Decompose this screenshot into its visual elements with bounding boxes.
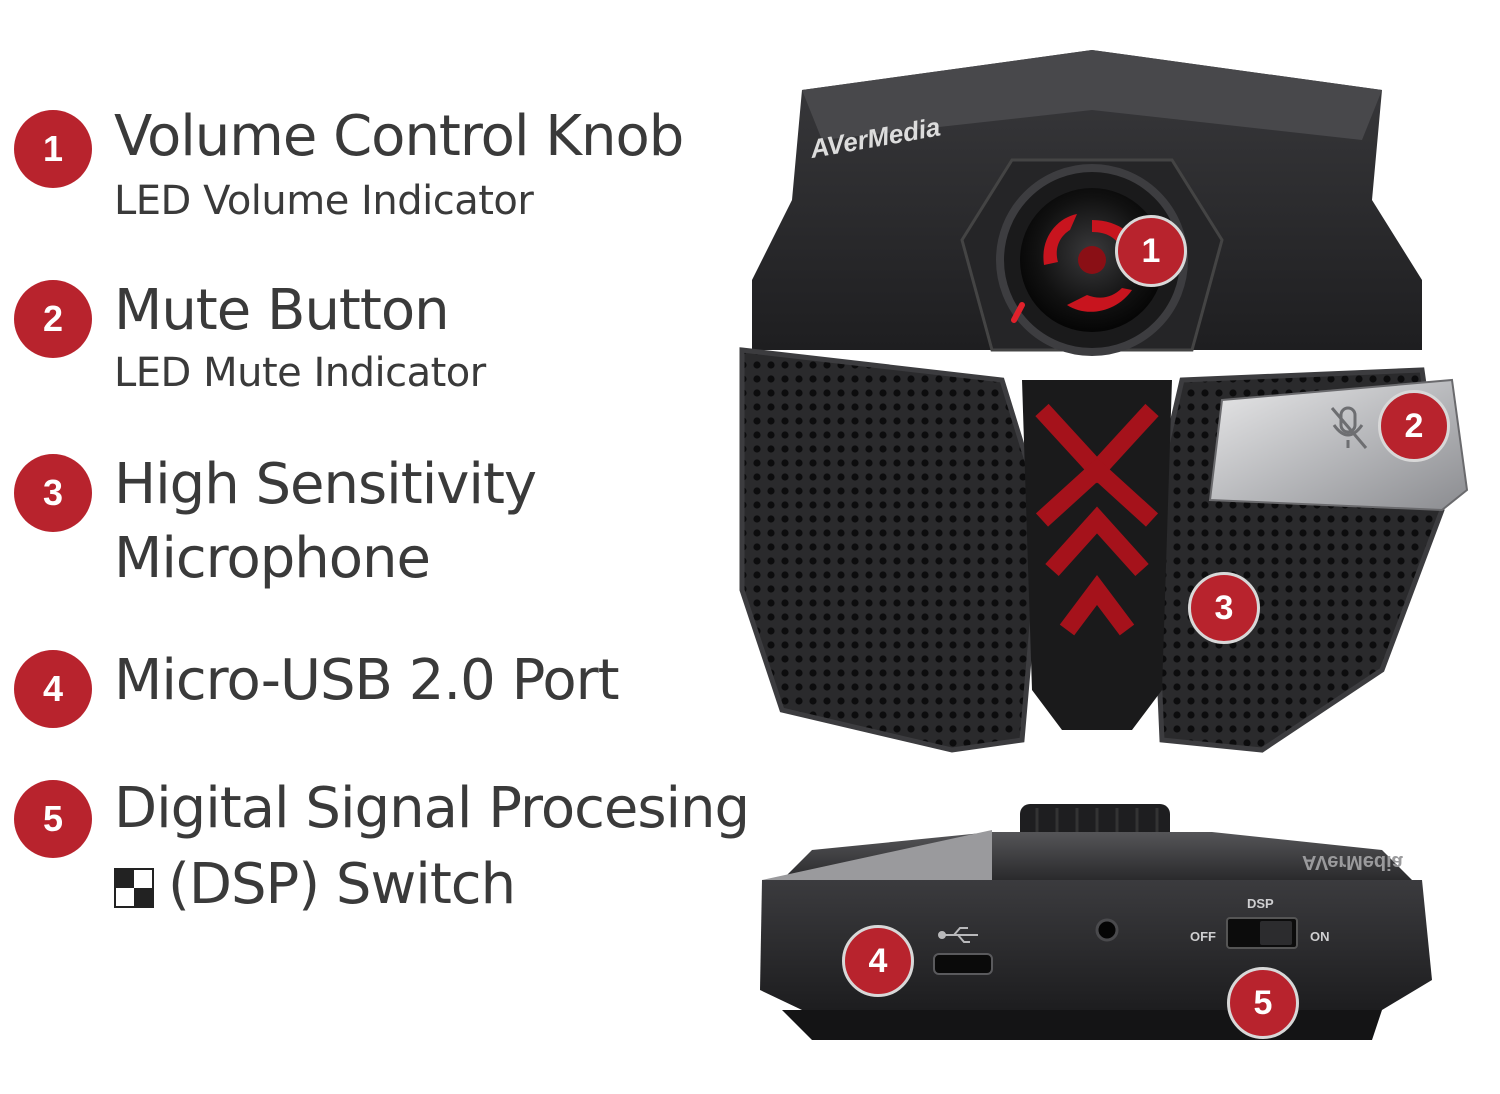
dsp-on-label: ON (1310, 929, 1330, 944)
feature-title: High Sensitivity (114, 452, 537, 517)
microphone-top-view: AVerMedia (739, 50, 1469, 753)
feature-number-badge: 5 (14, 780, 92, 858)
micro-usb-port (933, 953, 993, 975)
dsp-off-label: OFF (1190, 929, 1216, 944)
feature-number-badge: 1 (14, 110, 92, 188)
left-grille (739, 347, 1045, 753)
mic-mute-icon (1330, 406, 1368, 449)
feature-title: Digital Signal Procesing (114, 776, 750, 841)
callout-3: 3 (1188, 572, 1260, 644)
callout-4: 4 (842, 925, 914, 997)
feature-title-line2: (DSP) Switch (114, 852, 516, 917)
audio-jack (1095, 918, 1119, 942)
feature-title: Mute Button (114, 278, 450, 343)
callout-2: 2 (1378, 390, 1450, 462)
dsp-switch-icon (114, 867, 154, 908)
microphone-side-view: AVerMedia DSP OFF ON (760, 804, 1432, 1040)
feature-title-line2: Microphone (114, 526, 431, 591)
callout-1: 1 (1115, 215, 1187, 287)
dsp-label: DSP (1247, 896, 1274, 911)
callout-5: 5 (1227, 967, 1299, 1039)
center-red-mesh (1022, 380, 1172, 730)
feature-number-badge: 3 (14, 454, 92, 532)
dsp-switch-text: (DSP) Switch (168, 852, 516, 917)
feature-number-badge: 4 (14, 650, 92, 728)
red-led-pattern (1035, 403, 1159, 636)
feature-subtitle: LED Mute Indicator (114, 350, 486, 396)
feature-title: Volume Control Knob (114, 104, 684, 169)
usb-icon (938, 927, 978, 943)
feature-number-badge: 2 (14, 280, 92, 358)
feature-subtitle: LED Volume Indicator (114, 178, 534, 224)
side-brand-logo: AVerMedia (1302, 851, 1404, 873)
feature-title: Micro-USB 2.0 Port (114, 648, 620, 713)
